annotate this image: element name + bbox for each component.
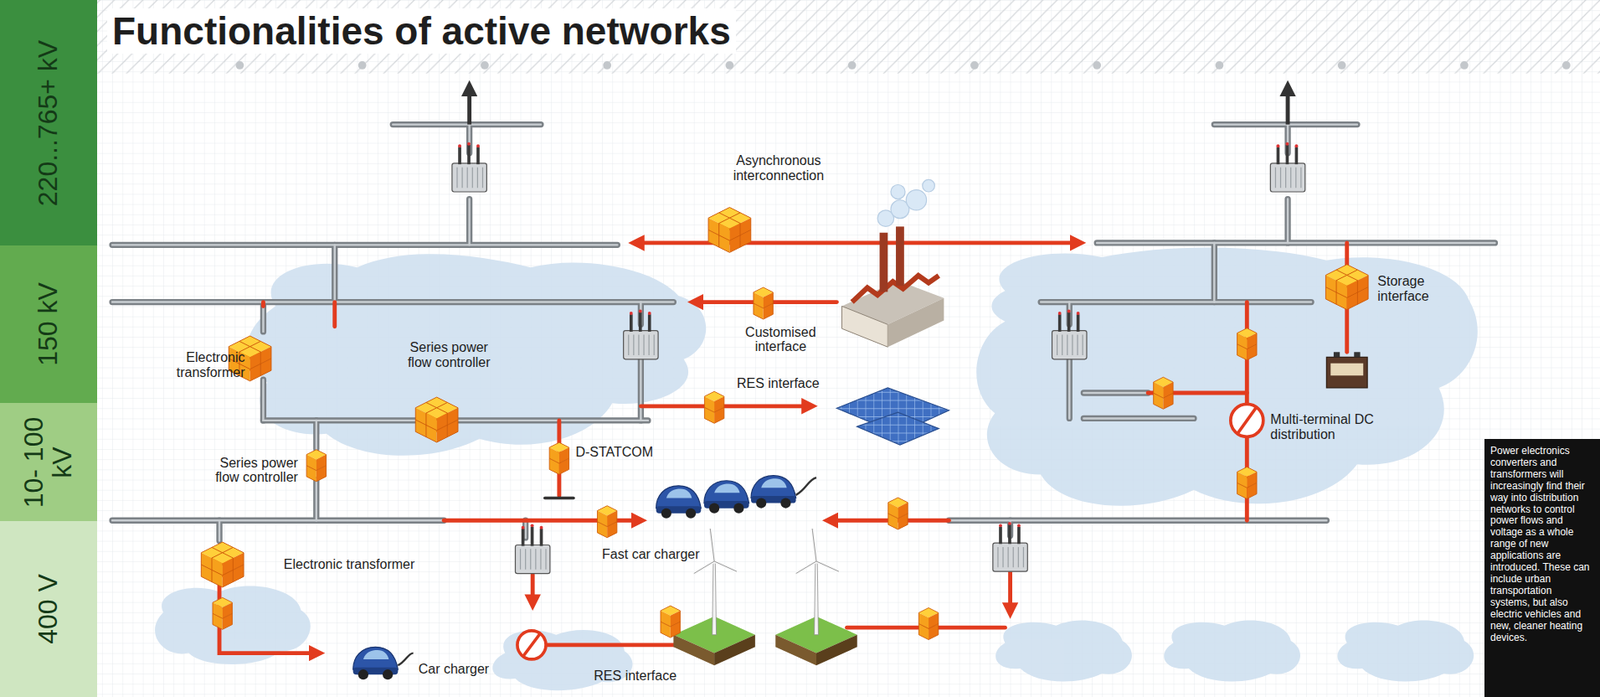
component-label: Electronic transformer bbox=[283, 556, 416, 572]
voltage-band: 400 V bbox=[0, 520, 98, 697]
red-links bbox=[219, 242, 1348, 654]
component-label: RES interface bbox=[593, 668, 677, 684]
component-label: Multi-terminal DC distribution bbox=[1270, 411, 1388, 443]
clouds bbox=[154, 246, 1478, 690]
voltage-label: 400 V bbox=[34, 526, 63, 691]
component-label: Series power flow controller bbox=[200, 455, 299, 486]
wind-turbines bbox=[673, 528, 857, 665]
component-label: D-STATCOM bbox=[575, 444, 654, 460]
battery bbox=[1326, 351, 1368, 388]
diagram-title: Functionalities of active networks bbox=[107, 8, 736, 54]
component-label: Electronic transformer bbox=[143, 349, 246, 381]
voltage-label: 150 kV bbox=[34, 251, 63, 397]
cars bbox=[353, 475, 817, 680]
dc-symbols bbox=[517, 403, 1264, 659]
caption-box: Power electronics converters and transfo… bbox=[1484, 438, 1600, 697]
solar-farm bbox=[836, 387, 949, 445]
component-label: Fast car charger bbox=[601, 546, 700, 562]
up-arrows bbox=[469, 87, 1288, 125]
transformers bbox=[452, 142, 1306, 574]
converters bbox=[200, 207, 1369, 640]
component-label: Asynchronous interconnection bbox=[717, 153, 840, 184]
component-label: Storage interface bbox=[1377, 273, 1460, 304]
component-label: Series power flow controller bbox=[400, 339, 499, 371]
component-label: RES interface bbox=[736, 375, 820, 391]
voltage-label: 10- 100 kV bbox=[20, 408, 77, 515]
voltage-band: 220...765+ kV bbox=[0, 0, 98, 246]
factory bbox=[841, 179, 944, 347]
component-label: Car charger bbox=[418, 661, 489, 677]
voltage-label: 220...765+ kV bbox=[34, 5, 63, 240]
busbars bbox=[112, 124, 1495, 541]
voltage-band: 10- 100 kV bbox=[0, 402, 98, 521]
component-label: Customised interface bbox=[724, 324, 837, 355]
voltage-band: 150 kV bbox=[0, 245, 98, 403]
